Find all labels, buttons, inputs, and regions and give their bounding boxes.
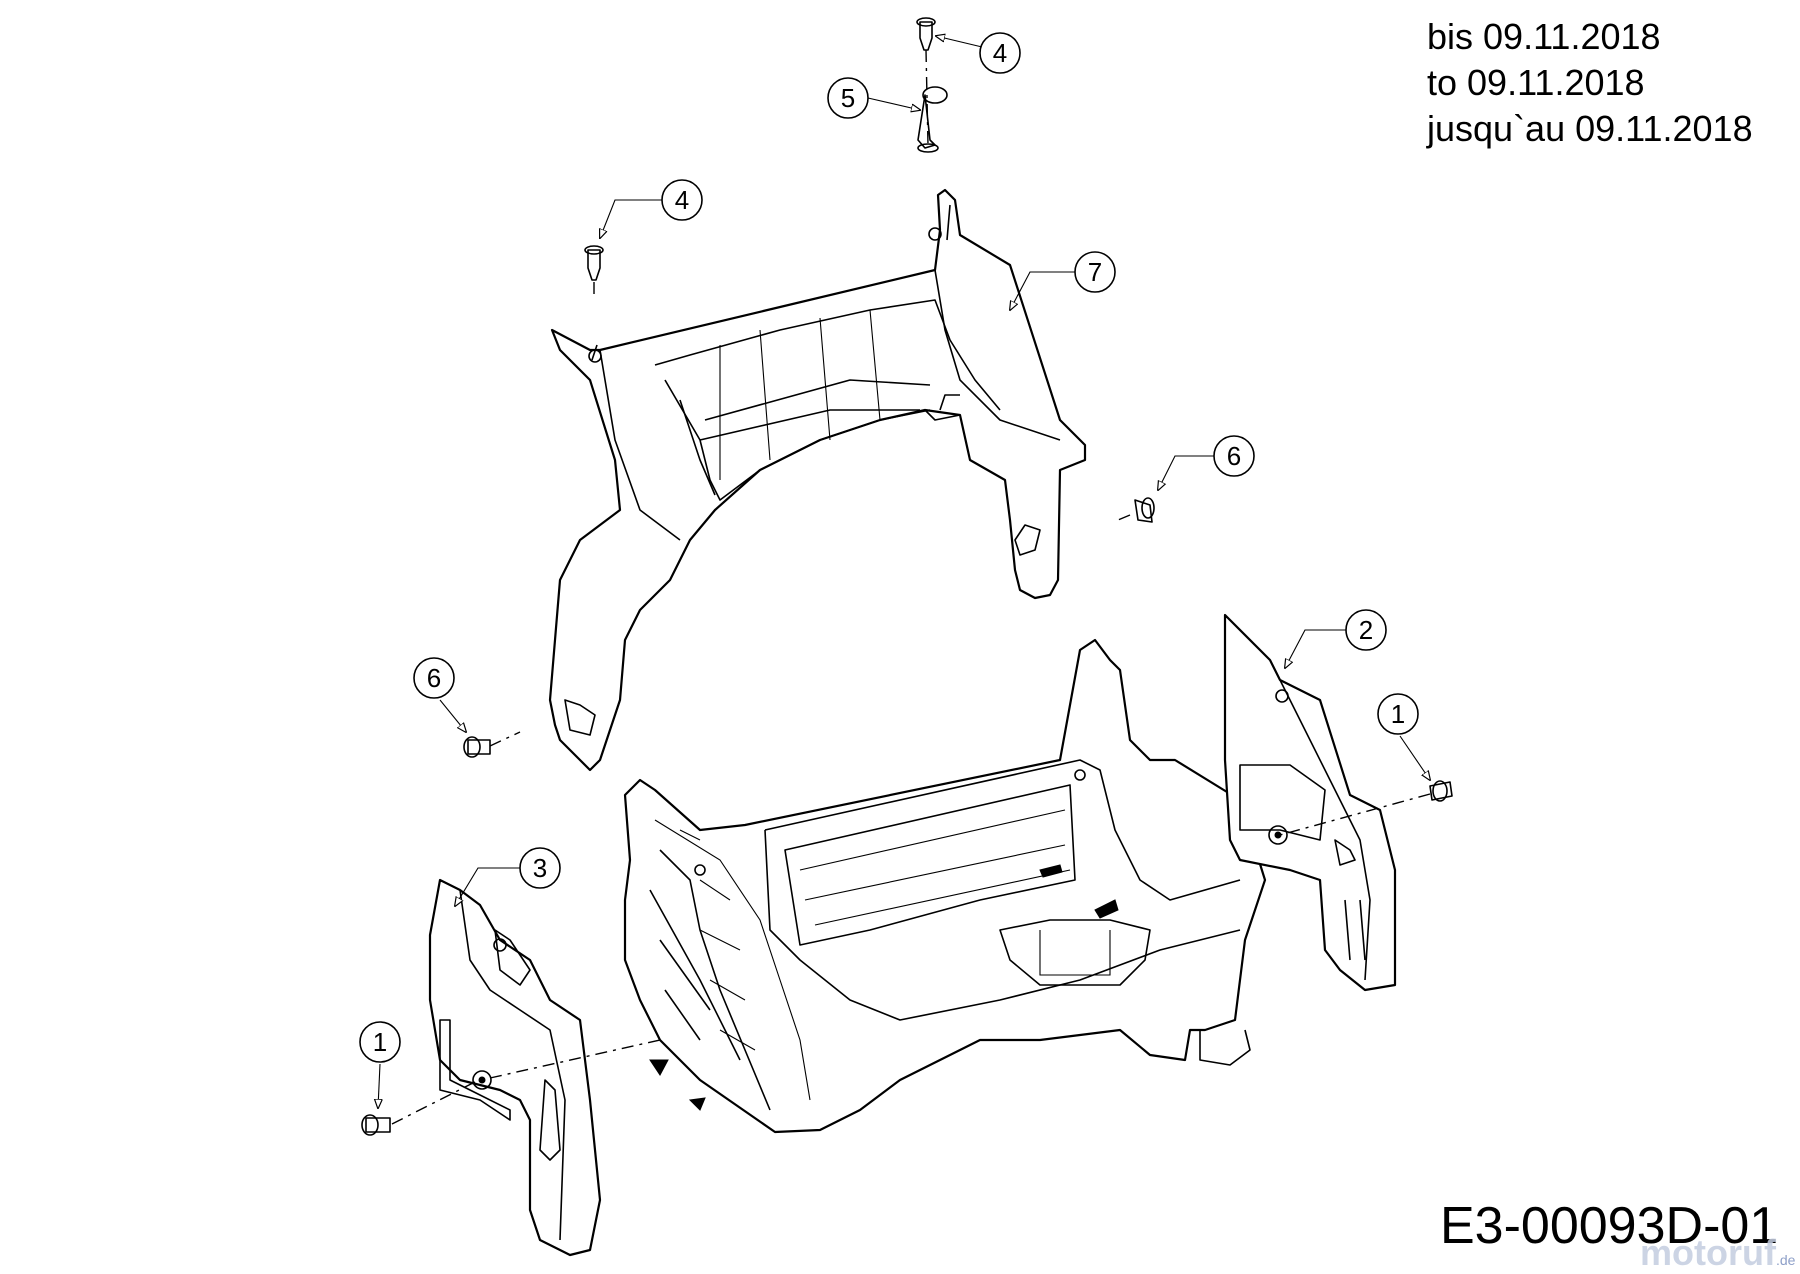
validity-line-en: to 09.11.2018 <box>1427 62 1645 103</box>
callout-1-right: 1 <box>1377 693 1430 780</box>
callout-label: 2 <box>1359 615 1373 645</box>
right-side-plate-part-2 <box>1223 613 1397 992</box>
callout-label: 6 <box>1227 441 1241 471</box>
pin-part-5 <box>917 86 948 153</box>
validity-line-fr: jusqu`au 09.11.2018 <box>1427 108 1753 149</box>
screw-part-4-left <box>584 245 604 281</box>
screw-part-6-right <box>1134 497 1155 523</box>
diagram-code: E3-00093D-01 <box>1440 1197 1779 1255</box>
callout-1-left: 1 <box>359 1021 401 1108</box>
callout-6-left: 6 <box>413 657 466 732</box>
watermark-logo: motoruf.de <box>1640 1232 1795 1274</box>
callout-4-left: 4 <box>600 179 703 238</box>
screw-part-6-left <box>463 736 491 758</box>
callout-5: 5 <box>827 77 920 119</box>
callout-label: 1 <box>373 1027 387 1057</box>
callout-label: 4 <box>993 38 1007 68</box>
callout-3: 3 <box>455 847 561 906</box>
callout-label: 6 <box>427 663 441 693</box>
callout-7: 7 <box>1010 251 1116 310</box>
main-housing <box>623 638 1267 1134</box>
callout-6-right: 6 <box>1158 435 1255 490</box>
validity-note: bis 09.11.2018 to 09.11.2018 jusqu`au 09… <box>1427 14 1753 152</box>
validity-line-de: bis 09.11.2018 <box>1427 16 1661 57</box>
callout-label: 5 <box>841 83 855 113</box>
callout-label: 4 <box>675 185 689 215</box>
callout-2: 2 <box>1285 609 1387 668</box>
callout-label: 3 <box>533 853 547 883</box>
callout-label: 7 <box>1088 257 1102 287</box>
watermark-brand: motoruf <box>1640 1232 1776 1273</box>
screw-part-1-left <box>361 1114 391 1136</box>
watermark-tld: .de <box>1775 1252 1796 1268</box>
left-side-plate-part-3 <box>428 878 602 1257</box>
screw-part-4-top <box>916 17 936 51</box>
screw-part-1-right <box>1429 780 1453 802</box>
callout-label: 1 <box>1391 699 1405 729</box>
assembly-lines <box>391 49 1431 1125</box>
rear-cover-part-7 <box>548 188 1087 772</box>
callout-4-top: 4 <box>936 32 1021 74</box>
